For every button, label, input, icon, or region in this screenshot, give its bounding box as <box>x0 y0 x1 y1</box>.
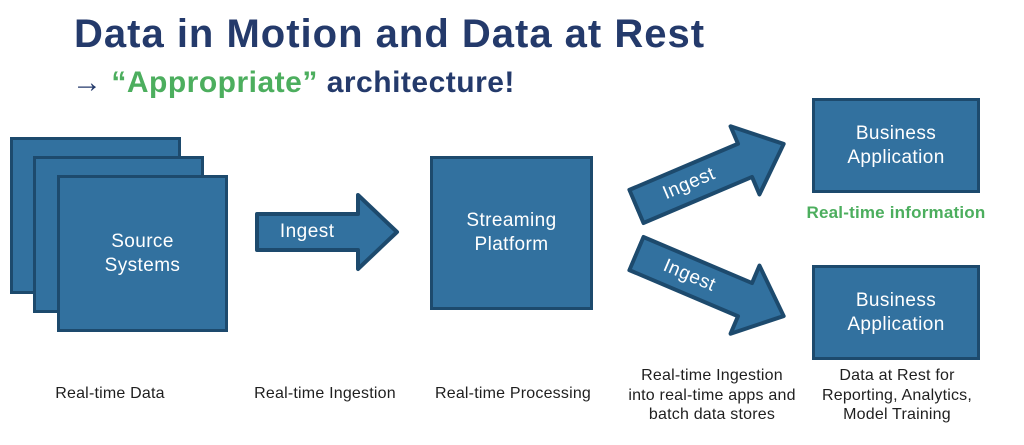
ingest-arrow-right-label: Ingest <box>279 221 335 242</box>
business-application-top-node: Business Application <box>812 98 980 193</box>
caption-realtime-data: Real-time Data <box>55 385 165 402</box>
caption-data-at-rest: Data at Rest for Reporting, Analytics, M… <box>821 367 973 423</box>
subtitle-suffix: architecture! <box>317 66 515 99</box>
subtitle-highlight: “Appropriate” <box>111 66 318 99</box>
page-subtitle: → “Appropriate” architecture! <box>72 66 515 100</box>
page-title: Data in Motion and Data at Rest <box>74 12 706 56</box>
realtime-information-annotation: Real-time information <box>806 203 986 222</box>
ingest-arrow-right: Ingest <box>255 192 400 272</box>
ingest-arrow-up-right: Ingest <box>619 106 802 244</box>
caption-realtime-processing: Real-time Processing <box>434 385 592 402</box>
ingest-arrow-down-right: Ingest <box>619 216 802 354</box>
business-application-bottom-label: Business Application <box>847 289 945 335</box>
caption-realtime-ingestion: Real-time Ingestion <box>254 385 396 402</box>
block-arrow-up-right-icon <box>627 124 786 226</box>
source-systems-label: Source Systems <box>104 230 181 276</box>
block-arrow-right-icon <box>255 193 399 271</box>
business-application-top-label: Business Application <box>847 122 945 168</box>
block-arrow-down-right-icon <box>627 234 786 336</box>
subtitle-arrow-prefix: → <box>72 66 112 99</box>
business-application-bottom-node: Business Application <box>812 265 980 360</box>
source-systems-node: Source Systems <box>57 175 228 332</box>
streaming-platform-label: Streaming Platform <box>466 210 557 255</box>
streaming-platform-node: Streaming Platform <box>430 156 593 310</box>
caption-realtime-ingestion-apps-stores: Real-time Ingestion into real-time apps … <box>628 367 796 423</box>
